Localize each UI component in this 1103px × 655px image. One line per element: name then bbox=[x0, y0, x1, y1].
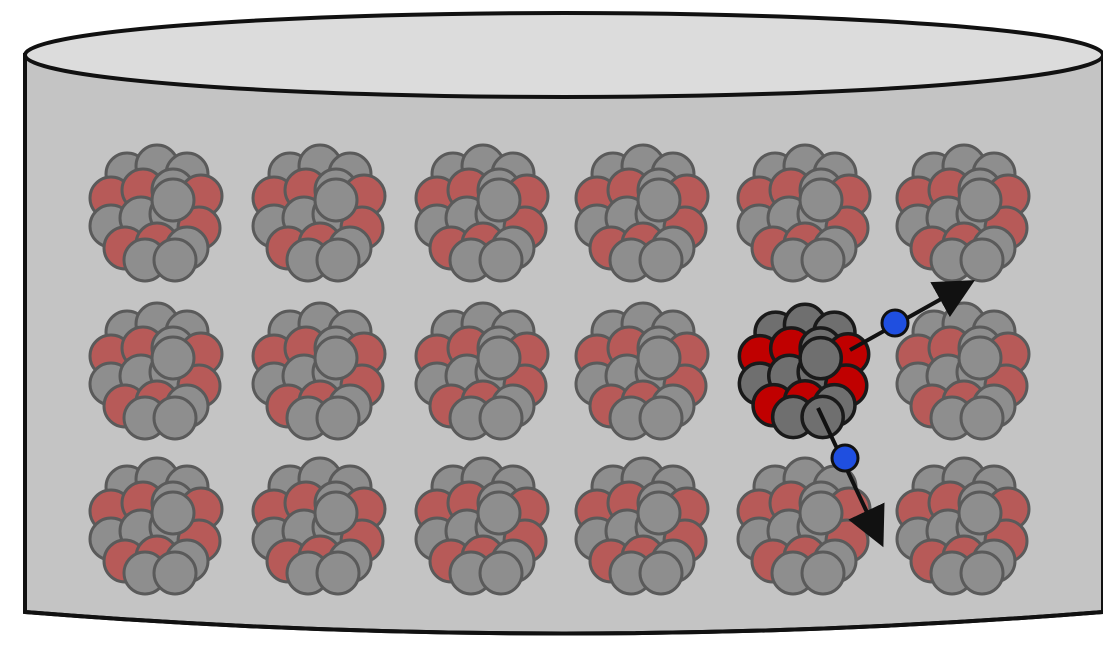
neutron bbox=[480, 397, 522, 439]
neutron bbox=[154, 397, 196, 439]
nucleus bbox=[576, 303, 708, 439]
neutron bbox=[638, 337, 680, 379]
neutron bbox=[800, 338, 841, 379]
neutron bbox=[478, 337, 520, 379]
nucleus bbox=[576, 145, 708, 281]
neutron bbox=[802, 552, 844, 594]
neutron bbox=[961, 397, 1003, 439]
active-nucleus bbox=[739, 304, 868, 437]
neutron bbox=[640, 239, 682, 281]
neutron bbox=[154, 552, 196, 594]
neutron bbox=[478, 179, 520, 221]
nucleus bbox=[897, 458, 1029, 594]
nucleus bbox=[416, 145, 548, 281]
nucleus bbox=[90, 303, 222, 439]
neutron bbox=[638, 492, 680, 534]
neutron bbox=[640, 397, 682, 439]
neutron bbox=[638, 179, 680, 221]
neutron bbox=[802, 239, 844, 281]
neutron bbox=[961, 552, 1003, 594]
neutron bbox=[152, 179, 194, 221]
nucleus bbox=[738, 145, 870, 281]
nucleus bbox=[253, 458, 385, 594]
neutron bbox=[154, 239, 196, 281]
neutron bbox=[480, 239, 522, 281]
neutron bbox=[800, 179, 842, 221]
emitted-neutron-upper bbox=[882, 310, 908, 336]
neutron bbox=[478, 492, 520, 534]
nucleus bbox=[897, 145, 1029, 281]
nucleus bbox=[416, 458, 548, 594]
nucleus bbox=[253, 303, 385, 439]
neutron bbox=[315, 492, 357, 534]
neutron bbox=[959, 179, 1001, 221]
neutron bbox=[961, 239, 1003, 281]
nucleus bbox=[90, 458, 222, 594]
neutron bbox=[317, 239, 359, 281]
neutron bbox=[959, 337, 1001, 379]
neutron bbox=[480, 552, 522, 594]
neutron bbox=[152, 337, 194, 379]
nucleus bbox=[90, 145, 222, 281]
neutron bbox=[315, 179, 357, 221]
nucleus bbox=[253, 145, 385, 281]
neutron bbox=[640, 552, 682, 594]
neutron bbox=[315, 337, 357, 379]
nucleus bbox=[897, 303, 1029, 439]
cylinder-top bbox=[25, 13, 1103, 97]
neutron bbox=[959, 492, 1001, 534]
nucleus bbox=[576, 458, 708, 594]
neutron bbox=[800, 492, 842, 534]
neutron bbox=[317, 397, 359, 439]
neutron bbox=[317, 552, 359, 594]
nucleus bbox=[416, 303, 548, 439]
neutron bbox=[152, 492, 194, 534]
emitted-neutron-lower bbox=[832, 445, 858, 471]
